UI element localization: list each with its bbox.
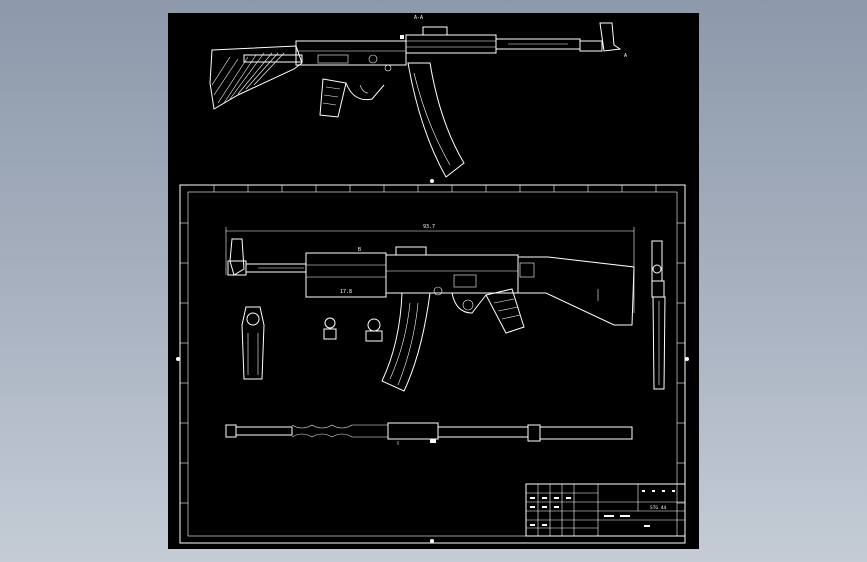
drawing-canvas: A-A bbox=[176, 15, 689, 544]
front-view: 93.7 17.8 bbox=[225, 224, 635, 392]
title-block-drawing-no: STG 44 bbox=[650, 505, 667, 511]
callout-muzzle: A bbox=[624, 53, 627, 59]
drawing-frame bbox=[176, 179, 689, 544]
right-side-view bbox=[651, 240, 666, 390]
side-view-top: A-A bbox=[209, 15, 627, 178]
dim-barrel: 17.8 bbox=[340, 289, 352, 295]
title-block: STG 44 bbox=[525, 483, 686, 537]
view-label-top: A-A bbox=[414, 15, 423, 21]
top-view bbox=[225, 422, 633, 445]
section-details bbox=[241, 306, 383, 380]
dim-overall-length: 93.7 bbox=[423, 224, 435, 230]
callout-receiver: B bbox=[358, 247, 361, 253]
drawing-sheet[interactable]: A-A bbox=[168, 13, 699, 549]
